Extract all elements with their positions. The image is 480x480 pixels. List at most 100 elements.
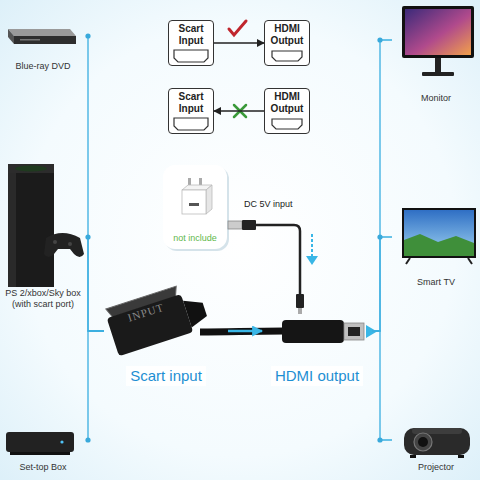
- settop-body: [6, 432, 74, 452]
- source-device: Set-top Box: [0, 428, 86, 473]
- check-mark: [229, 21, 246, 35]
- usb-plug-body: [242, 220, 256, 230]
- port-box-fill: [264, 20, 310, 66]
- settop-led: [60, 440, 63, 443]
- device-label: Projector: [418, 462, 454, 473]
- charger-side: [206, 185, 212, 214]
- connector: [86, 36, 104, 331]
- connector: [228, 330, 262, 333]
- controller-stick: [53, 240, 57, 244]
- controller-stick: [68, 242, 72, 246]
- port-label: HDMI Output: [265, 91, 309, 115]
- junction-dot: [85, 33, 90, 38]
- end-label: HDMI output: [271, 366, 363, 386]
- connector: [86, 331, 104, 440]
- projector-lens: [414, 433, 432, 451]
- usb-cable: [256, 225, 300, 298]
- note-text: not include: [173, 233, 217, 244]
- hdmi-end: HDMI output: [262, 300, 372, 390]
- device-label: Set-top Box: [19, 462, 66, 473]
- console-vent: [15, 166, 47, 172]
- scart-port-icon: [174, 50, 208, 62]
- source-device: PS 2/xbox/Sky box (with scart port): [0, 158, 86, 310]
- display-device: Projector: [392, 424, 480, 473]
- projector-lens-glass: [418, 437, 428, 447]
- tv-screen: [404, 210, 474, 256]
- connector: [214, 110, 264, 112]
- charger-front: [182, 190, 206, 214]
- port-box: HDMI Output: [264, 20, 310, 66]
- junction-dot: [377, 437, 382, 442]
- device-label: Smart TV: [417, 277, 455, 288]
- port-box: Scart Input: [168, 20, 214, 66]
- port-label: Scart Input: [169, 23, 213, 47]
- tv-frame: [402, 208, 476, 258]
- display-device: Monitor: [392, 4, 480, 104]
- junction-dot: [85, 234, 90, 239]
- port-box: HDMI Output: [264, 88, 310, 134]
- connector: [372, 237, 392, 331]
- device-label: Monitor: [421, 93, 451, 104]
- tv-landscape: [404, 234, 474, 256]
- source-device: Blue-ray DVD: [0, 22, 86, 72]
- projector-foot: [458, 455, 464, 458]
- power-label: DC 5V input: [244, 199, 293, 209]
- connector: [86, 237, 104, 331]
- connector-print: INPUT: [126, 301, 165, 324]
- charger-card: not include: [163, 165, 227, 249]
- power-arrow: [311, 234, 313, 257]
- port-box: Scart Input: [168, 88, 214, 134]
- charger-card: [163, 165, 227, 249]
- monitor-base: [422, 72, 454, 76]
- hdmi-port-icon: [272, 119, 302, 129]
- monitor-neck: [435, 58, 441, 72]
- junction-dot: [377, 37, 382, 42]
- micro-usb-tip: [298, 308, 302, 314]
- device-label: PS 2/xbox/Sky box (with scart port): [0, 288, 86, 310]
- output-arrow: [366, 325, 377, 338]
- projector-foot: [410, 455, 416, 458]
- port-label: Scart Input: [169, 91, 213, 115]
- power-arrow-head: [306, 256, 318, 265]
- port-label: HDMI Output: [265, 23, 309, 47]
- console-side: [8, 173, 16, 287]
- settop-base: [10, 452, 70, 455]
- junction-dot: [85, 437, 90, 442]
- projector-body: [404, 428, 470, 455]
- connector: [372, 331, 392, 440]
- console-body: [8, 173, 54, 287]
- hdmi-port-icon: [272, 51, 302, 61]
- display-device: Smart TV: [392, 204, 480, 288]
- hdmi-tip-slot: [348, 327, 360, 336]
- scart-plug: [107, 294, 194, 356]
- cross-mark: [234, 105, 246, 117]
- game-controller: [44, 233, 84, 257]
- usb-plug: [228, 221, 242, 229]
- device-label: Blue-ray DVD: [15, 61, 70, 72]
- micro-usb-plug: [296, 294, 304, 308]
- charger-usb-slot: [189, 203, 199, 206]
- scart-strain-relief: [183, 295, 209, 327]
- scart-port-icon: [174, 118, 208, 130]
- end-label: Scart input: [126, 366, 206, 386]
- dvd-side: [8, 29, 14, 44]
- monitor-screen: [405, 9, 471, 55]
- hdmi-plug: [282, 320, 344, 343]
- hdmi-tip: [344, 323, 364, 340]
- dvd-tray: [20, 39, 40, 41]
- dvd-front: [14, 36, 76, 44]
- console-top: [8, 164, 54, 173]
- tv-feet: [406, 258, 472, 264]
- port-box-fill: [168, 88, 214, 134]
- connector: [372, 40, 392, 331]
- adapter-cable: [200, 331, 284, 332]
- connector: [214, 42, 264, 44]
- junction-dot: [377, 234, 382, 239]
- scart-end: Scart input: [104, 286, 228, 390]
- port-box-fill: [264, 88, 310, 134]
- dvd-top: [8, 29, 76, 36]
- port-box-fill: [168, 20, 214, 66]
- monitor-frame: [402, 6, 474, 58]
